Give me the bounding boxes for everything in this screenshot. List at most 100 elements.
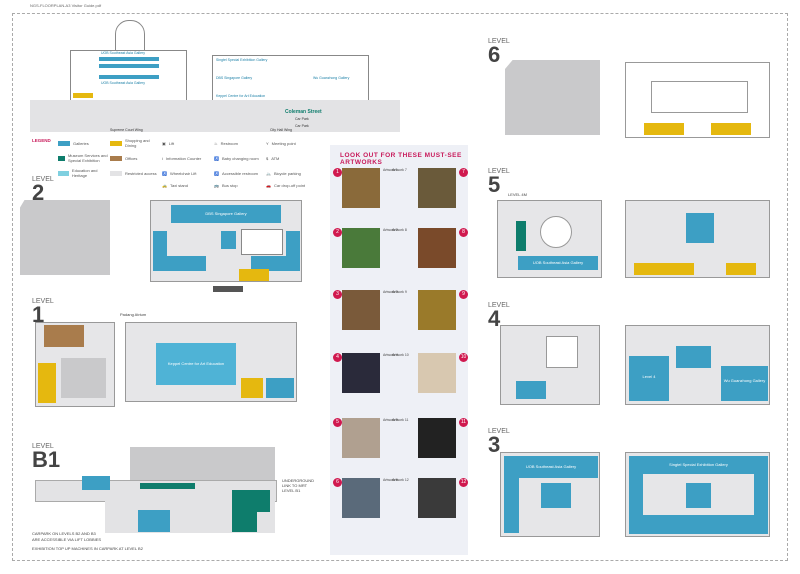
level-3-city-hall-plan: Singtel Special Exhibition Gallery: [625, 452, 770, 537]
legend-item: ♨Restroom: [214, 140, 238, 146]
legend-item: $ATM: [266, 155, 280, 161]
legend-item: Galleries: [58, 138, 110, 148]
file-header: NGS-FLOORPLAN-A3 Visitor Guide.pdf: [30, 3, 102, 8]
section-label: UOB Southeast Asia Gallery: [101, 51, 145, 55]
level-1-city-hall-plan: Keppel Centre for Art Education: [125, 322, 297, 402]
artwork-image: [418, 168, 456, 208]
page-frame: [12, 13, 788, 561]
legend-item: Offices: [110, 153, 162, 163]
level-2-bridge: [213, 286, 243, 292]
legend-item: 🚗Car drop-off point: [266, 183, 306, 188]
artwork-caption: Artwork 8: [392, 228, 407, 232]
artwork-caption: Artwork 3: [383, 290, 398, 294]
section-label: UOB Southeast Asia Gallery: [101, 81, 145, 85]
artwork-number-badge: 11: [459, 418, 468, 427]
b1-gallery: [82, 476, 110, 490]
section-label: Car Park: [295, 117, 309, 121]
artwork-number-badge: 3: [333, 290, 342, 299]
legend-item: Museum Services and Special Exhibition: [58, 153, 110, 163]
level-4-supreme-court-plan: [500, 325, 600, 405]
dome: [115, 20, 145, 52]
legend-item: Shopping and Dining: [110, 138, 162, 148]
artwork-caption: Artwork 11: [392, 418, 409, 422]
mrt-link-note: UNDERGROUND LINK TO MRT LEVEL B1: [282, 478, 314, 493]
note: CARPARK ON LEVELS B2 AND B3: [32, 531, 96, 536]
artwork-caption: Artwork 2: [383, 228, 398, 232]
legend-item: 🚕Taxi stand: [162, 183, 188, 188]
artwork-number-badge: 5: [333, 418, 342, 427]
level-4m-label: LEVEL 4M: [508, 192, 527, 197]
artwork-image: [342, 228, 380, 268]
legend-item: [110, 183, 162, 188]
b1-services-2: [232, 512, 257, 532]
artwork-image: [418, 353, 456, 393]
city-hall-wing-section: Singtel Special Exhibition Gallery DBS S…: [212, 55, 369, 102]
legend-title: LEGEND: [32, 138, 51, 143]
artwork-image: [418, 478, 456, 518]
level-2-city-hall-plan: DBS Singapore Gallery: [150, 200, 302, 282]
artwork-number-badge: 2: [333, 228, 342, 237]
section-label: Supreme Court Wing: [110, 128, 143, 132]
artwork-image: [342, 353, 380, 393]
b1-education: [138, 510, 170, 532]
artwork-image: [342, 290, 380, 330]
legend-item: ▣Lift: [162, 140, 175, 146]
artwork-number-badge: 4: [333, 353, 342, 362]
artwork-caption: Artwork 12: [392, 478, 409, 482]
artwork-image: [342, 418, 380, 458]
level-3-supreme-court-plan: UOB Southeast Asia Gallery: [500, 452, 600, 537]
level-6-city-hall-plan: [625, 62, 770, 138]
basement-section: Coleman Street Car Park Car Park Supreme…: [30, 100, 400, 132]
b1-shop: [140, 483, 195, 489]
b1-services: [232, 490, 270, 512]
artwork-caption: Artwork 1: [383, 168, 398, 172]
artwork-number-badge: 8: [459, 228, 468, 237]
artwork-caption: Artwork 4: [383, 353, 398, 357]
artwork-caption: Artwork 6: [383, 478, 398, 482]
legend-item: Education and Heritage: [58, 168, 110, 178]
level-6-supreme-court-plan: [505, 60, 600, 135]
artwork-number-badge: 9: [459, 290, 468, 299]
legend-item: 🚌Bus stop: [214, 183, 238, 188]
artwork-caption: Artwork 10: [392, 353, 409, 357]
legend-item: ♿Baby changing room: [214, 155, 259, 161]
artwork-number-badge: 10: [459, 353, 468, 362]
artwork-image: [342, 478, 380, 518]
artwork-caption: Artwork 5: [383, 418, 398, 422]
section-label: Singtel Special Exhibition Gallery: [216, 58, 268, 62]
artwork-caption: Artwork 9: [392, 290, 407, 294]
artwork-image: [418, 418, 456, 458]
street-label: Padang Atrium: [120, 312, 147, 317]
section-label: Car Park: [295, 124, 309, 128]
note: EXHIBITION TOP UP MACHINES IN CARPARK AT…: [32, 546, 143, 551]
note: ARE ACCESSIBLE VIA LIFT LOBBIES: [32, 537, 102, 542]
legend: Galleries Shopping and Dining ▣Lift ♨Res…: [58, 138, 318, 188]
artwork-caption: Artwork 7: [392, 168, 407, 172]
artwork-number-badge: 7: [459, 168, 468, 177]
legend-item: [58, 183, 110, 188]
section-label: City Hall Wing: [270, 128, 292, 132]
section-label: Keppel Centre for Art Education: [216, 94, 266, 98]
artwork-image: [418, 290, 456, 330]
b1-upper-block: [130, 447, 275, 482]
artwork-number-badge: 1: [333, 168, 342, 177]
level-5-city-hall-plan: [625, 200, 770, 278]
section-label: DBS Singapore Gallery: [216, 76, 253, 80]
supreme-court-wing-section: UOB Southeast Asia Gallery UOB Southeast…: [70, 50, 187, 102]
section-label: Wu Guanzhong Gallery: [313, 76, 350, 80]
artworks-title: LOOK OUT FOR THESE MUST-SEE ARTWORKS: [340, 152, 462, 166]
legend-item: ♿Wheelchair Lift: [162, 170, 197, 176]
artwork-number-badge: 6: [333, 478, 342, 487]
legend-item: 🚲Bicycle parking: [266, 170, 301, 176]
artwork-image: [342, 168, 380, 208]
level-4-city-hall-plan: Level 4 Wu Guanzhong Gallery: [625, 325, 770, 405]
legend-item: Restricted access: [110, 168, 162, 178]
